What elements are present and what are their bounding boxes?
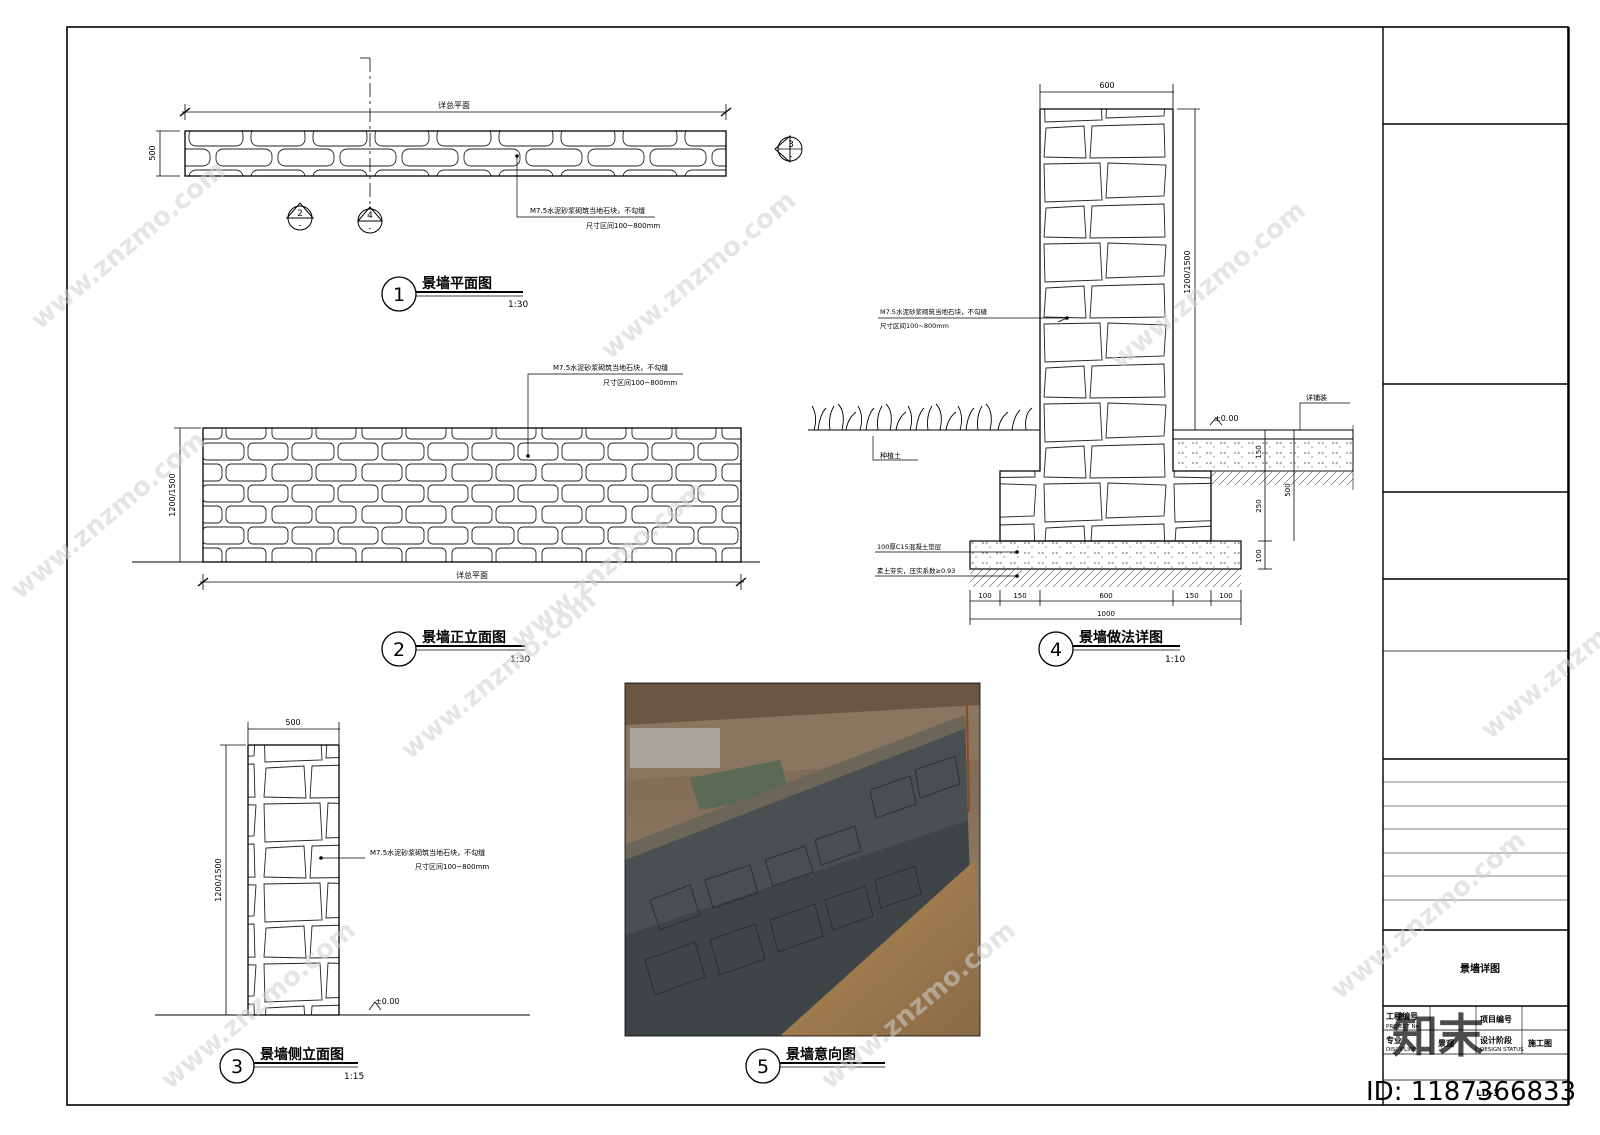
d4-dim-total: 1000: [1097, 610, 1115, 618]
d5-title-text: 景墙意向图: [786, 1046, 856, 1063]
d2-title-text: 景墙正立面图: [422, 629, 506, 646]
svg-text:www.znzmo.com: www.znzmo.com: [25, 155, 231, 335]
svg-text:500: 500: [1284, 483, 1292, 496]
svg-text:100: 100: [1219, 592, 1232, 600]
paving-top: [1172, 429, 1354, 440]
d3-title-text: 景墙侧立面图: [260, 1046, 344, 1063]
drawing-2-elevation: 1200/1500 详总平面 M7.5水泥砂浆砌筑当地石块，不勾缝 尺寸区间10…: [132, 363, 760, 667]
tb-drawing-name: 景墙详图: [1460, 962, 1500, 975]
section-mark-2: 2 -: [285, 202, 315, 231]
svg-text:3: 3: [231, 1056, 243, 1078]
d4-title-text: 景墙做法详图: [1079, 629, 1163, 646]
plan-wall: [184, 130, 727, 177]
d4-note-1: M7.5水泥砂浆砌筑当地石块，不勾缝: [880, 307, 987, 316]
tb-status-value: 施工图: [1528, 1038, 1552, 1048]
elevation-wall: [202, 427, 742, 563]
d1-note-2: 尺寸区间100~800mm: [586, 221, 660, 230]
svg-text:150: 150: [1013, 592, 1026, 600]
d1-scale: 1:30: [508, 300, 528, 310]
svg-text:100: 100: [1255, 549, 1263, 562]
d1-dim-length: 详总平面: [438, 100, 470, 110]
svg-text:www.znzmo.com: www.znzmo.com: [395, 585, 601, 765]
sheet-border: [66, 26, 1569, 1106]
d1-dim-width: 500: [148, 145, 157, 160]
svg-text:2: 2: [297, 209, 303, 219]
tb-discipline-label-en: DISCIPLINE: [1386, 1047, 1417, 1053]
svg-text:-: -: [299, 221, 302, 230]
d3-note-2: 尺寸区间100~800mm: [415, 862, 489, 871]
tb-project-no-label-en: PROJECT No.: [1386, 1024, 1421, 1030]
watermark-id: ID: 1187366833: [1366, 1077, 1576, 1107]
d4-label-compact: 素土夯实，压实系数≥0.93: [877, 566, 955, 575]
tb-status-label-en: DESIGN STATUS: [1480, 1047, 1524, 1053]
paving-base: [1172, 438, 1354, 472]
d3-dim-height: 1200/1500: [214, 858, 223, 901]
d2-scale: 1:30: [510, 655, 530, 665]
d2-title: 2 景墙正立面图 1:30: [381, 629, 530, 667]
watermark-brand: 知末: [1392, 1009, 1484, 1063]
title-block: 景墙详图 工程编号 PROJECT No. 项目编号 专业 DISCIPLINE…: [1382, 27, 1570, 1105]
reference-photo: [624, 682, 981, 1037]
svg-text:600: 600: [1099, 592, 1112, 600]
d2-note-2: 尺寸区间100~800mm: [603, 378, 677, 387]
svg-text:100: 100: [978, 592, 991, 600]
d3-scale: 1:15: [344, 1072, 364, 1082]
svg-text:1: 1: [393, 284, 405, 306]
svg-text:www.znzmo.com: www.znzmo.com: [1475, 565, 1600, 745]
d3-title: 3 景墙侧立面图 1:15: [219, 1046, 364, 1084]
section-mark-4: 4 -: [356, 206, 384, 234]
side-wall: [247, 744, 340, 1016]
d2-note-1: M7.5水泥砂浆砌筑当地石块，不勾缝: [553, 363, 668, 372]
svg-text:3: 3: [788, 140, 794, 150]
tb-discipline-label: 专业: [1386, 1035, 1402, 1045]
d1-note-1: M7.5水泥砂浆砌筑当地石块，不勾缝: [530, 206, 645, 215]
svg-text:www.znzmo.com: www.znzmo.com: [1325, 825, 1531, 1005]
svg-text:4: 4: [367, 211, 373, 221]
d1-title: 1 景墙平面图 1:30: [381, 275, 528, 312]
d3-dim-width: 500: [285, 718, 300, 727]
svg-text:www.znzmo.com: www.znzmo.com: [5, 425, 211, 605]
svg-text:150: 150: [1255, 445, 1263, 458]
d4-note-2: 尺寸区间100~800mm: [880, 321, 949, 330]
drawing-4-section: 600 1200/1500 种植土 ±0.00 详铺装 150 250 5: [808, 81, 1354, 667]
tb-status-label: 设计阶段: [1480, 1035, 1512, 1045]
d3-note-1: M7.5水泥砂浆砌筑当地石块，不勾缝: [370, 848, 485, 857]
tb-field-b: 项目编号: [1480, 1014, 1512, 1024]
svg-text:150: 150: [1185, 592, 1198, 600]
tb-sheet-no: LD-3: [1476, 1089, 1499, 1099]
grass-symbol: [811, 403, 1033, 431]
drawing-3-side: 500 1200/1500 M7.5水泥砂浆砌筑当地石块，不勾缝 尺寸区间100…: [155, 718, 530, 1084]
tb-project-no-label: 工程编号: [1386, 1011, 1418, 1021]
svg-text:4: 4: [1050, 639, 1062, 661]
d4-label-paving: 详铺装: [1306, 393, 1327, 402]
d4-label-concrete: 100厚C15混凝土垫层: [877, 542, 942, 551]
footing: [969, 540, 1242, 570]
drawing-1-plan: 详总平面 500 2 - 4 - 3 -: [148, 57, 803, 312]
svg-text:-: -: [790, 152, 793, 161]
svg-text:250: 250: [1255, 499, 1263, 512]
section-mark-3: 3 -: [774, 134, 803, 164]
tb-discipline-value: 景观: [1438, 1038, 1454, 1048]
d4-dim-top: 600: [1099, 81, 1114, 90]
d1-title-text: 景墙平面图: [422, 275, 492, 292]
d2-dim-height: 1200/1500: [168, 473, 177, 516]
d4-label-soil: 种植土: [880, 451, 901, 460]
compacted-soil: [970, 569, 1241, 587]
paving-sub: [1211, 471, 1353, 485]
svg-text:2: 2: [393, 639, 405, 661]
d3-level: ±0.00: [375, 997, 400, 1006]
svg-text:-: -: [369, 224, 372, 233]
d4-level: ±0.00: [1214, 414, 1239, 423]
svg-text:5: 5: [757, 1056, 769, 1078]
d4-dim-height: 1200/1500: [1183, 250, 1192, 293]
d4-title: 4 景墙做法详图 1:10: [1038, 629, 1185, 667]
d5-title: 5 景墙意向图: [745, 1046, 885, 1084]
d2-dim-length: 详总平面: [456, 570, 488, 580]
d4-scale: 1:10: [1165, 655, 1185, 665]
